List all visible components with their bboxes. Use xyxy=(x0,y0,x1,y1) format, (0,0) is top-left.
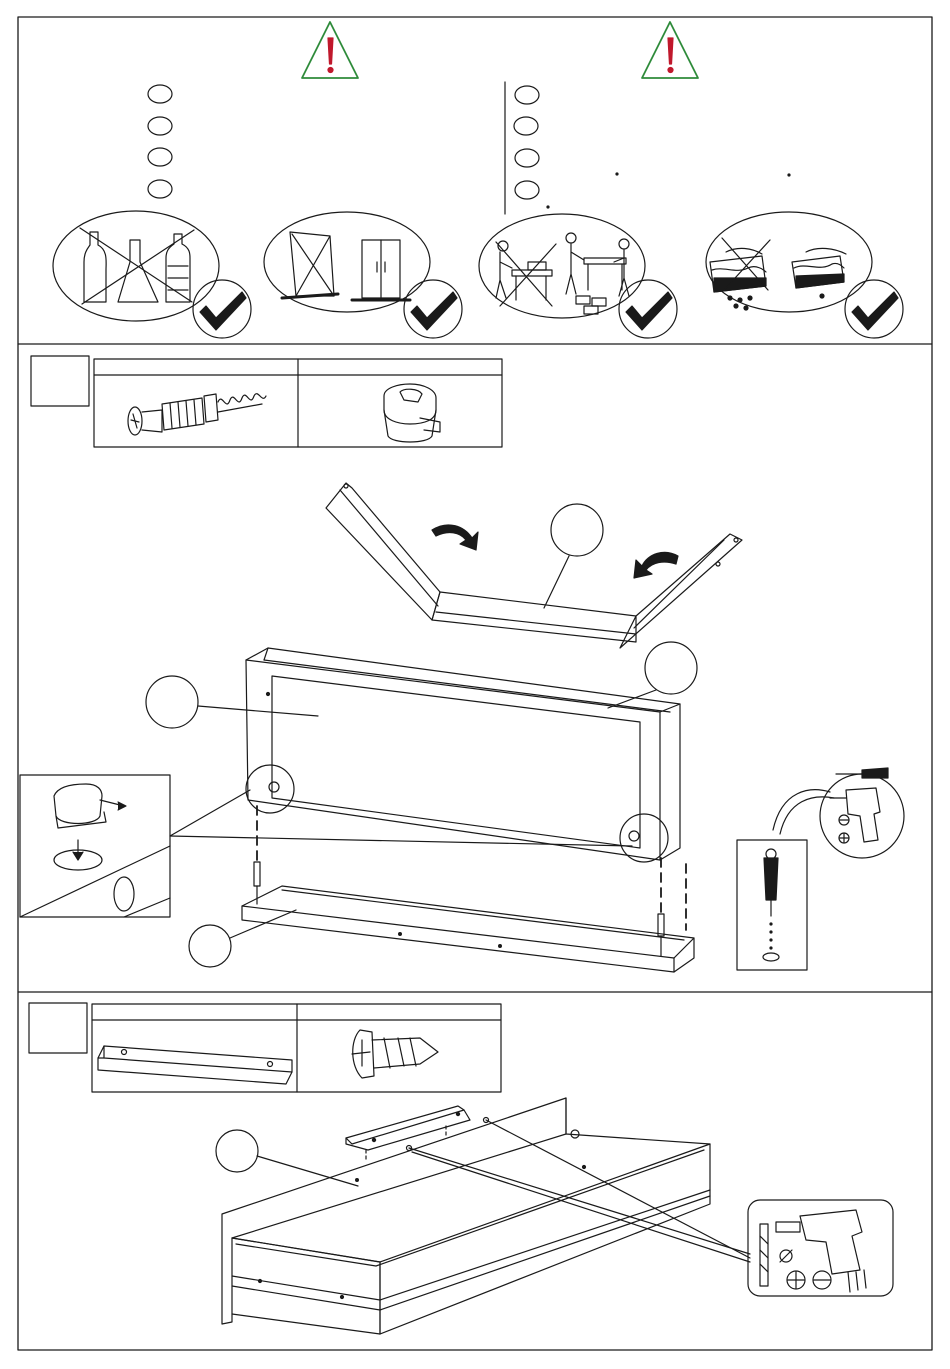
part-callout xyxy=(544,504,603,608)
bottom-panel xyxy=(242,886,694,972)
tool-panel xyxy=(737,768,904,970)
cam-bolt-icon xyxy=(658,914,664,956)
warning-list-left xyxy=(148,85,172,198)
language-bullet xyxy=(148,148,172,166)
power-drill-icon xyxy=(830,788,880,843)
warning-triangle-icon xyxy=(642,22,698,78)
checkmark-icon xyxy=(193,280,251,338)
step-number-box xyxy=(29,1003,87,1053)
step-number-box xyxy=(31,356,89,406)
language-bullet xyxy=(515,149,539,167)
warnings-panel xyxy=(53,22,903,338)
part-callout xyxy=(608,642,697,708)
cam-lock-icon xyxy=(384,384,440,442)
language-bullet xyxy=(515,86,539,104)
page-border xyxy=(18,17,932,1350)
step-2-section xyxy=(29,1003,893,1334)
top-panel xyxy=(326,483,742,648)
language-bullet xyxy=(514,117,538,135)
metal-bracket-icon xyxy=(98,1046,292,1084)
checkmark-icon xyxy=(619,280,677,338)
step-1-section xyxy=(20,356,904,972)
frame-assembly xyxy=(246,648,680,860)
drill-bit-icon xyxy=(760,1224,768,1286)
hardware-table xyxy=(94,359,502,447)
language-bullet xyxy=(515,181,539,199)
checkmark-icon xyxy=(404,280,462,338)
cam-bolt-icon xyxy=(128,394,266,435)
language-bullet xyxy=(148,180,172,198)
countersunk-screw-icon xyxy=(352,1030,438,1078)
detail-magnifier xyxy=(620,814,668,862)
no-chemical-cleaners-icon xyxy=(53,211,219,321)
hardware-table xyxy=(92,1004,501,1092)
language-bullet xyxy=(148,117,172,135)
part-callout xyxy=(146,676,318,728)
warning-list-right xyxy=(514,86,790,208)
warning-triangle-icon xyxy=(302,22,358,78)
part-callout xyxy=(216,1130,358,1186)
screwdriver-icon xyxy=(836,768,888,778)
cabinet-body xyxy=(222,1098,710,1334)
fold-arrow-icon xyxy=(432,525,678,578)
language-bullet xyxy=(148,85,172,103)
place-on-level-floor-icon xyxy=(264,212,430,312)
tool-panel xyxy=(409,1120,893,1296)
checkmark-icon xyxy=(845,280,903,338)
power-drill-icon xyxy=(776,1210,866,1292)
